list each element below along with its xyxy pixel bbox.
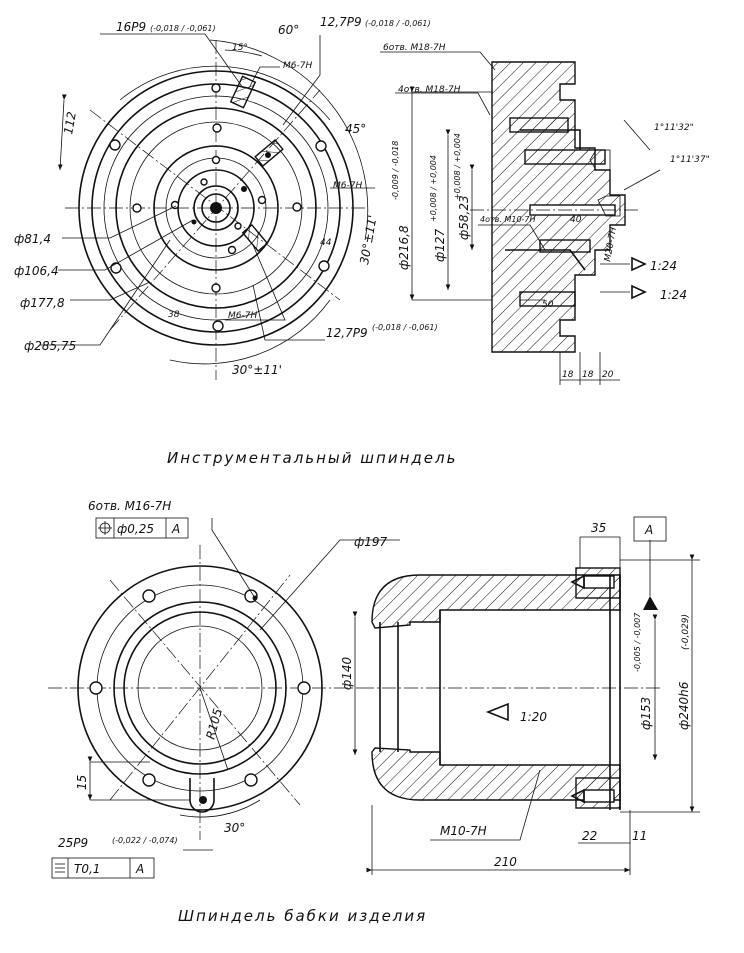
label-sym-ref: A bbox=[135, 862, 144, 876]
label-pos-tol: ф0,25 bbox=[117, 522, 154, 536]
label-d177: ф177,8 bbox=[20, 296, 65, 310]
label-angle15: 15° bbox=[232, 43, 248, 53]
caption-bottom: Шпиндель бабки изделия bbox=[178, 907, 427, 925]
label-dim40: 40 bbox=[570, 215, 582, 225]
label-d5823: ф58,23 bbox=[457, 195, 471, 240]
label-dim22: 22 bbox=[582, 829, 597, 843]
label-m6c: M6-7H bbox=[228, 311, 257, 321]
label-key16-tol: (-0,018 / -0,061) bbox=[150, 24, 216, 33]
label-d2168: ф216,8 bbox=[397, 225, 411, 270]
label-dim38: 38 bbox=[168, 310, 180, 320]
label-holes4a: 4отв. M18-7H bbox=[398, 85, 461, 95]
label-angle60: 60° bbox=[278, 23, 299, 37]
label-r105: R105 bbox=[203, 707, 225, 741]
label-dim50: 50 bbox=[542, 300, 554, 310]
label-pos-ref: A bbox=[171, 522, 180, 536]
caption-top: Инструментальный шпиндель bbox=[167, 449, 457, 467]
label-holes4b: 4отв. M10-7H bbox=[480, 215, 536, 224]
label-d5823-tol: +0,008 / +0,004 bbox=[453, 133, 462, 200]
label-key12a: 12,7P9 bbox=[320, 15, 362, 29]
tool-spindle-front-view bbox=[40, 33, 375, 380]
label-d240: ф240h6 bbox=[677, 681, 691, 730]
label-key25-tol: (-0,022 / -0,074) bbox=[112, 836, 178, 845]
label-taper1: 1:24 bbox=[650, 259, 677, 273]
label-dim20: 20 bbox=[602, 370, 614, 380]
label-d153: ф153 bbox=[639, 697, 653, 730]
label-dim18b: 18 bbox=[582, 370, 594, 380]
label-dim44: 44 bbox=[320, 238, 332, 248]
tool-spindle-section-view bbox=[380, 51, 661, 385]
label-m6a: M6-7H bbox=[283, 61, 312, 71]
label-angle45: 45° bbox=[345, 122, 366, 136]
work-spindle-front-view bbox=[48, 518, 400, 851]
label-dim35: 35 bbox=[591, 521, 606, 535]
symmetry-tolerance-frame bbox=[51, 857, 155, 879]
label-key12b-tol: (-0,018 / -0,061) bbox=[372, 323, 438, 332]
label-taper2: 1:24 bbox=[660, 288, 687, 302]
label-sym-tol: T0,1 bbox=[74, 862, 100, 876]
label-m6b: M6-7H bbox=[333, 181, 362, 191]
label-dim18a: 18 bbox=[562, 370, 574, 380]
label-dim11: 11 bbox=[632, 829, 647, 843]
label-dim210: 210 bbox=[494, 855, 517, 869]
label-d153-tol: -0,005 / -0,007 bbox=[633, 612, 642, 672]
label-key12b: 12,7P9 bbox=[326, 326, 368, 340]
label-holes6-m16: 6отв. M16-7H bbox=[88, 499, 171, 513]
label-angle30: 30° bbox=[224, 821, 245, 835]
label-d240-tol: (-0,029) bbox=[681, 614, 691, 650]
label-dim15: 15 bbox=[75, 775, 89, 790]
label-key25: 25P9 bbox=[58, 836, 88, 850]
work-spindle-section-view bbox=[352, 536, 700, 875]
label-angle30b: 30°±11' bbox=[232, 363, 282, 377]
label-d106: ф106,4 bbox=[14, 264, 59, 278]
top-labels: 16P9 (-0,018 / -0,061) 60° 12,7P9 (-0,01… bbox=[14, 15, 710, 380]
label-tol32: 1°11'32" bbox=[654, 123, 694, 133]
label-taper-120: 1:20 bbox=[520, 710, 547, 724]
label-d140: ф140 bbox=[340, 656, 354, 690]
label-dim112: 112 bbox=[61, 111, 79, 136]
bottom-labels: 6отв. M16-7H ф0,25 A ф197 R105 15 30° 25… bbox=[51, 499, 691, 879]
position-tolerance-frame bbox=[95, 517, 189, 539]
label-d81: ф81,4 bbox=[14, 232, 51, 246]
label-key12a-tol: (-0,018 / -0,061) bbox=[365, 19, 431, 28]
label-tol37: 1°11'37" bbox=[670, 155, 710, 165]
label-d197: ф197 bbox=[354, 535, 388, 549]
label-m10: M10-7H bbox=[440, 824, 487, 838]
label-d2168-tol: -0,009 / -0,018 bbox=[391, 141, 400, 200]
label-angle30a: 30°±11' bbox=[357, 214, 379, 266]
label-key16: 16P9 bbox=[116, 20, 146, 34]
label-holes6: 6отв. M18-7H bbox=[383, 43, 446, 53]
label-d127-tol: +0,008 / +0,004 bbox=[429, 155, 438, 222]
label-d127: ф127 bbox=[433, 228, 447, 262]
datum-frame bbox=[633, 516, 667, 542]
label-d285: ф285,75 bbox=[24, 339, 76, 353]
label-datum: A bbox=[644, 523, 653, 537]
